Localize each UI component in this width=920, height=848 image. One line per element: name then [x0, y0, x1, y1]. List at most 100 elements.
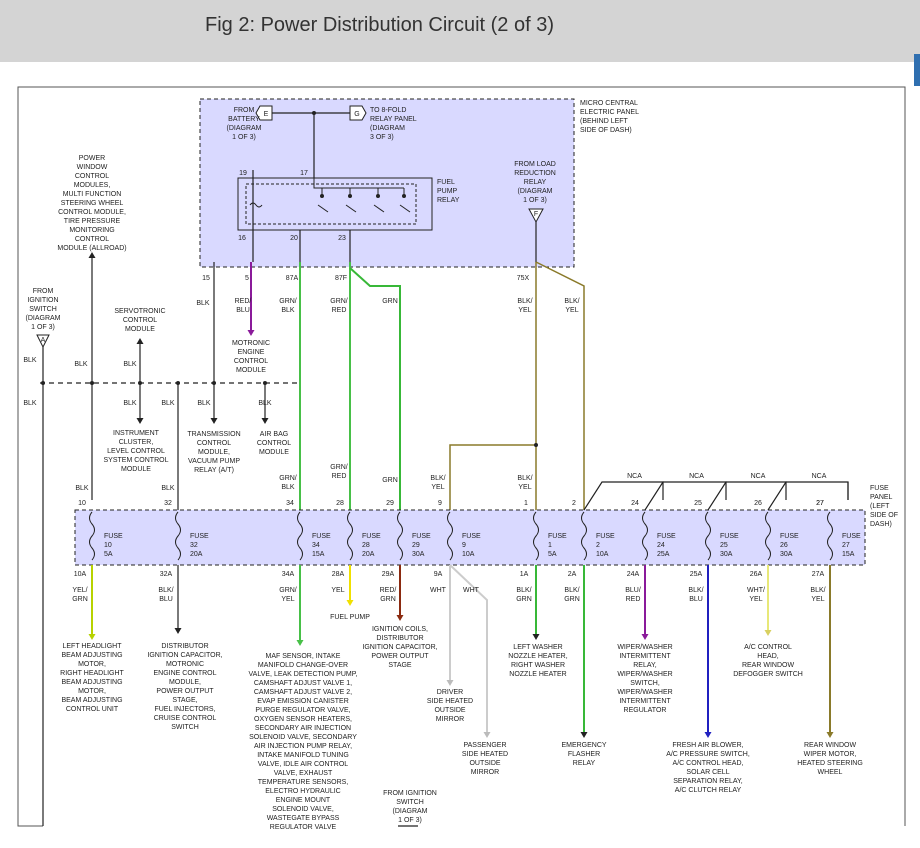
arrow-down-icon — [136, 418, 144, 424]
fuse-icon — [447, 511, 453, 561]
fuse-bottom-pin: 34A — [282, 571, 295, 578]
label: BLK — [258, 400, 272, 407]
fuse-amp: 30A — [412, 551, 425, 558]
distributor-load-label: STAGE, — [172, 697, 197, 704]
fuse-amp: 10A — [462, 551, 475, 558]
ignition-coils-label: POWER OUTPUT — [371, 653, 429, 660]
fuse-amp: 25A — [657, 551, 670, 558]
label: BLK — [23, 357, 37, 364]
fuse-panel-label: FUSE — [870, 485, 889, 492]
fuse-bottom-pin: 28A — [332, 571, 345, 578]
arrow-icon — [174, 628, 182, 634]
label: YEL — [518, 484, 531, 491]
fuse-word: FUSE — [462, 533, 481, 540]
from-ignition2-label: SWITCH — [396, 799, 424, 806]
rear-wiper-load-label: WIPER MOTOR, — [804, 751, 857, 758]
wiper-load-label: WIPER/WASHER — [617, 644, 672, 651]
ac-head-load-label: A/C CONTROL — [744, 644, 792, 651]
wiper-load-label: WIPER/WASHER — [617, 689, 672, 696]
fuse-number: 24 — [657, 542, 665, 549]
transmission-label: RELAY (A/T) — [194, 467, 234, 474]
label: BLK — [74, 361, 88, 368]
from-ignition2-label: (DIAGRAM — [393, 808, 428, 815]
fuse-bottom-pin: 1A — [520, 571, 529, 578]
fuel-pump-relay-label: RELAY — [437, 197, 460, 204]
power-window-label: TIRE PRESSURE — [64, 218, 121, 225]
airbag-label: CONTROL — [257, 440, 291, 447]
passenger-mirror-label: OUTSIDE — [469, 760, 500, 767]
scroll-handle[interactable] — [914, 54, 920, 86]
headlight-load-label: BEAM ADJUSTING — [61, 679, 122, 686]
motronic-label: ENGINE — [238, 349, 265, 356]
fuse-amp: 15A — [312, 551, 325, 558]
fuse-bottom-pin: 32A — [160, 571, 173, 578]
label: GRN/ — [279, 298, 297, 305]
wire-color-label: WHT/ — [747, 587, 765, 594]
wire-color-label: BLU — [159, 596, 173, 603]
maf-load-label: PURGE REGULATOR VALVE, — [255, 707, 350, 714]
fuse-word: FUSE — [312, 533, 331, 540]
fuse-amp: 30A — [780, 551, 793, 558]
fuse-word: FUSE — [104, 533, 123, 540]
fresh-air-load-label: SOLAR CELL — [686, 769, 729, 776]
maf-load-label: AIR INJECTION PUMP RELAY, — [254, 743, 352, 750]
from-ignition-label: (DIAGRAM — [26, 315, 61, 322]
instrument-cluster-label: INSTRUMENT — [113, 430, 160, 437]
switch-contact — [373, 204, 385, 213]
arrow-icon — [261, 418, 269, 424]
label: GRN/ — [279, 475, 297, 482]
fuse-word: FUSE — [412, 533, 431, 540]
junction-dot — [312, 111, 316, 115]
label: RED — [332, 307, 347, 314]
headlight-load-label: CONTROL UNIT — [66, 706, 119, 713]
label: RED — [332, 473, 347, 480]
maf-load-label: REGULATOR VALVE — [270, 824, 337, 831]
nca-label: NCA — [812, 473, 827, 480]
ignition-coils-label: IGNITION COILS, — [372, 626, 428, 633]
maf-load-label: SOLENOID VALVE, SECONDARY — [249, 734, 357, 741]
nca-wire — [707, 481, 787, 511]
washer-load-label: LEFT WASHER — [513, 644, 562, 651]
power-window-label: CONTROL — [75, 173, 109, 180]
fuse-word: FUSE — [362, 533, 381, 540]
label: 75X — [517, 275, 530, 282]
relay-inner-box — [245, 183, 417, 225]
from-load-reduction-label: 1 OF 3) — [523, 197, 547, 204]
micro-panel-label: SIDE OF DASH) — [580, 127, 632, 134]
label: BLK/ — [517, 475, 532, 482]
fuse-top-pin: 27 — [816, 500, 824, 507]
flasher-load-label: RELAY — [573, 760, 596, 767]
fuse-number: 1 — [548, 542, 552, 549]
nca-label: NCA — [689, 473, 704, 480]
ac-head-load-label: HEAD, — [757, 653, 778, 660]
fuse-top-pin: 28 — [336, 500, 344, 507]
headlight-load-label: RIGHT HEADLIGHT — [60, 670, 124, 677]
from-ignition2-label: FROM IGNITION — [383, 790, 437, 797]
driver-mirror-label: DRIVER — [437, 689, 463, 696]
wire — [313, 178, 404, 189]
junction-dot — [90, 381, 94, 385]
fuse-top-pin: 29 — [386, 500, 394, 507]
power-window-label: POWER — [79, 155, 105, 162]
connector-f-label: F — [534, 211, 538, 218]
arrow-icon — [210, 418, 218, 424]
label: BLK — [196, 300, 210, 307]
fuse-number: 29 — [412, 542, 420, 549]
fuse-top-pin: 25 — [694, 500, 702, 507]
label: BLK — [281, 484, 295, 491]
label: GRN — [382, 477, 398, 484]
nca-wire — [767, 481, 849, 511]
washer-load-label: RIGHT WASHER — [511, 662, 565, 669]
wire-color-label: YEL — [811, 596, 824, 603]
wire-color-label: RED — [626, 596, 641, 603]
from-ignition2-label: 1 OF 3) — [398, 817, 422, 824]
fuse-panel-label: PANEL — [870, 494, 893, 501]
fuse-icon — [175, 511, 181, 561]
headlight-load-label: MOTOR, — [78, 661, 106, 668]
fuse-word: FUSE — [720, 533, 739, 540]
connector-g-icon — [349, 105, 367, 121]
label: RED/ — [235, 298, 252, 305]
fuse-top-pin: 10 — [78, 500, 86, 507]
maf-load-label: VALVE, LEAK DETECTION PUMP, — [249, 671, 358, 678]
wire-color-label: GRN — [72, 596, 88, 603]
